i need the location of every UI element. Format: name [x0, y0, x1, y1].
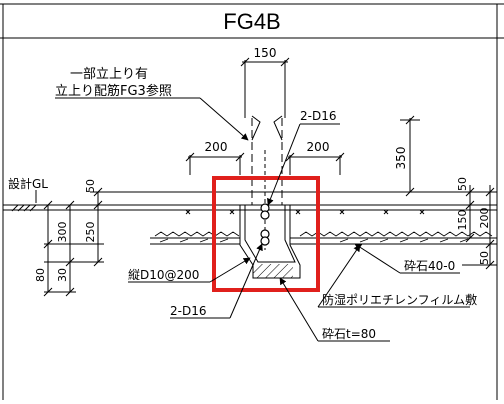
leader-gravel-40	[354, 243, 460, 274]
footing-gravel-hatch	[253, 264, 293, 278]
leader-bottom-bars	[170, 243, 263, 319]
slab-rebar-marks	[185, 209, 425, 215]
dim-right-200	[285, 152, 345, 175]
dim-left-250: 250	[84, 222, 97, 243]
highlight-box	[212, 176, 320, 292]
dim-right-150: 150	[456, 210, 469, 231]
leader-moisture-film	[317, 244, 470, 308]
gl-hatch	[8, 190, 40, 212]
note-gravel-40: 砕石40-0	[404, 258, 455, 273]
dim-top-width-label: 150	[254, 46, 277, 60]
note-gravel-t80: 砕石t=80	[322, 326, 376, 341]
dim-right-350-label: 350	[394, 147, 408, 170]
note-partial-rise: 一部立上り有	[70, 67, 148, 82]
note-moisture-film: 防湿ポリエチレンフィルム敷	[322, 292, 477, 307]
main-rebar	[260, 203, 270, 246]
leader-top-bars	[267, 123, 340, 206]
leader-vertical-bars	[128, 257, 251, 283]
dim-left-stack	[43, 187, 150, 297]
note-design-gl: 設計GL	[8, 176, 48, 191]
gravel-layer	[154, 231, 493, 243]
top-bar-2	[260, 210, 270, 220]
note-top-bars: 2-D16	[300, 109, 336, 123]
dim-right-350	[400, 115, 420, 197]
dim-left-200	[185, 152, 245, 175]
leader-rise	[55, 97, 249, 141]
note-vertical-bars: 縦D10@200	[128, 268, 199, 282]
dim-right-200: 200	[478, 208, 491, 229]
drawing-title: FG4B	[223, 9, 280, 34]
dim-right-50-top: 50	[456, 177, 469, 191]
dim-right-200-label: 200	[307, 140, 330, 154]
dim-top-width	[240, 57, 290, 118]
dim-left-300: 300	[56, 222, 69, 243]
note-rise-ref: 立上り配筋FG3参照	[55, 83, 172, 99]
dim-left-200-label: 200	[205, 140, 228, 154]
dim-right-50-bottom: 50	[478, 251, 491, 265]
title-frame	[0, 3, 504, 400]
bottom-bar-2	[260, 236, 270, 246]
dim-left-30: 30	[56, 268, 69, 282]
note-bottom-bars: 2-D16	[170, 304, 206, 318]
stem-wall	[251, 115, 283, 250]
dim-right-stack	[462, 185, 497, 270]
dim-left-80: 80	[34, 268, 47, 282]
ground-lines	[3, 191, 497, 245]
dim-left-50: 50	[84, 179, 97, 193]
leader-gravel-t80	[279, 277, 390, 342]
